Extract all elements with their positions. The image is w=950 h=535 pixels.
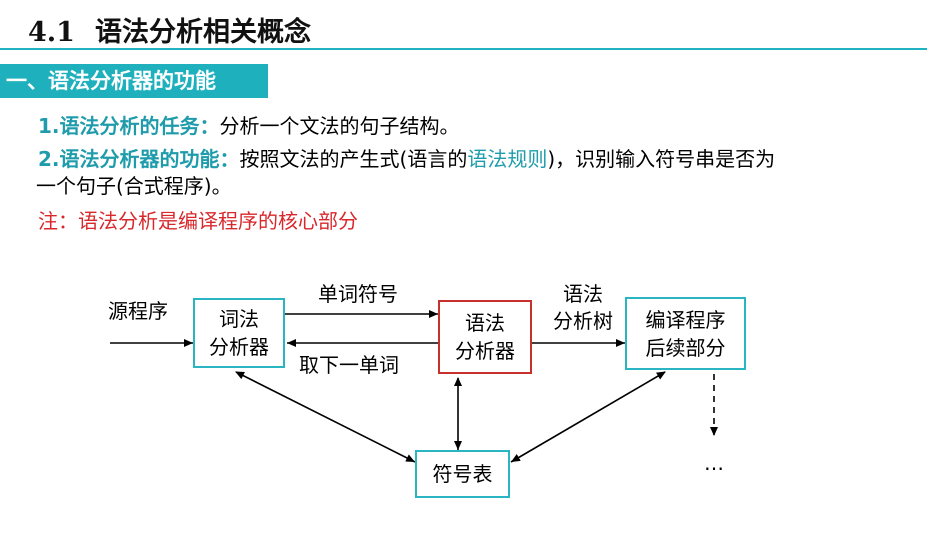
continuation-ellipsis: … bbox=[704, 451, 724, 475]
lexer-line1: 词法 bbox=[219, 307, 259, 331]
parse-tree-line2: 分析树 bbox=[553, 309, 613, 333]
symbol-table-label: 符号表 bbox=[432, 462, 493, 486]
item-function-text-after: )，识别输入符号串是否为 bbox=[547, 147, 776, 171]
heading-divider bbox=[0, 48, 927, 50]
diagram-arrows bbox=[110, 310, 718, 463]
section-banner: 一、语法分析器的功能 bbox=[0, 64, 268, 98]
parser-line2: 分析器 bbox=[455, 339, 515, 363]
item-function-text-before: 按照文法的产生式(语言的 bbox=[239, 147, 468, 171]
parser-box: 语法 分析器 bbox=[438, 300, 532, 374]
item-task-text: 分析一个文法的句子结构。 bbox=[219, 114, 460, 138]
item-function-label: 2.语法分析器的功能： bbox=[38, 147, 240, 171]
compiler-flow-diagram: 源程序 词法 分析器 单词符号 取下一单词 语法 分析器 语法 分析树 编译程序… bbox=[0, 270, 950, 535]
lexer-line2: 分析器 bbox=[209, 335, 269, 359]
lexer-box: 词法 分析器 bbox=[193, 298, 285, 368]
item-task-label: 1.语法分析的任务： bbox=[38, 114, 220, 138]
parse-tree-label: 语法 分析树 bbox=[548, 281, 618, 335]
parser-line1: 语法 bbox=[465, 311, 505, 335]
item-task: 1.语法分析的任务：分析一个文法的句子结构。 bbox=[38, 113, 460, 140]
arrow-lexer-symbol-table bbox=[235, 371, 416, 463]
source-program-label: 源程序 bbox=[108, 299, 168, 323]
backend-box: 编译程序 后续部分 bbox=[625, 297, 746, 370]
token-label: 单词符号 bbox=[318, 282, 398, 306]
item-function-highlight: 语法规则 bbox=[467, 147, 548, 171]
backend-line1: 编译程序 bbox=[645, 307, 726, 332]
item-function: 2.语法分析器的功能：按照文法的产生式(语言的语法规则)，识别输入符号串是否为 bbox=[38, 146, 775, 173]
next-token-label: 取下一单词 bbox=[299, 353, 399, 377]
symbol-table-box: 符号表 bbox=[415, 450, 510, 498]
chapter-number: 4.1 bbox=[28, 17, 75, 48]
arrow-backend-symbol-table bbox=[510, 371, 666, 463]
chapter-title: 语法分析相关概念 bbox=[94, 17, 311, 48]
chapter-heading: 4.1 语法分析相关概念 bbox=[28, 10, 311, 50]
note-text: 注：语法分析是编译程序的核心部分 bbox=[38, 209, 358, 233]
backend-line2: 后续部分 bbox=[645, 335, 726, 360]
item-function-continuation: 一个句子(合式程序)。 bbox=[36, 174, 232, 198]
parse-tree-line1: 语法 bbox=[563, 282, 603, 306]
